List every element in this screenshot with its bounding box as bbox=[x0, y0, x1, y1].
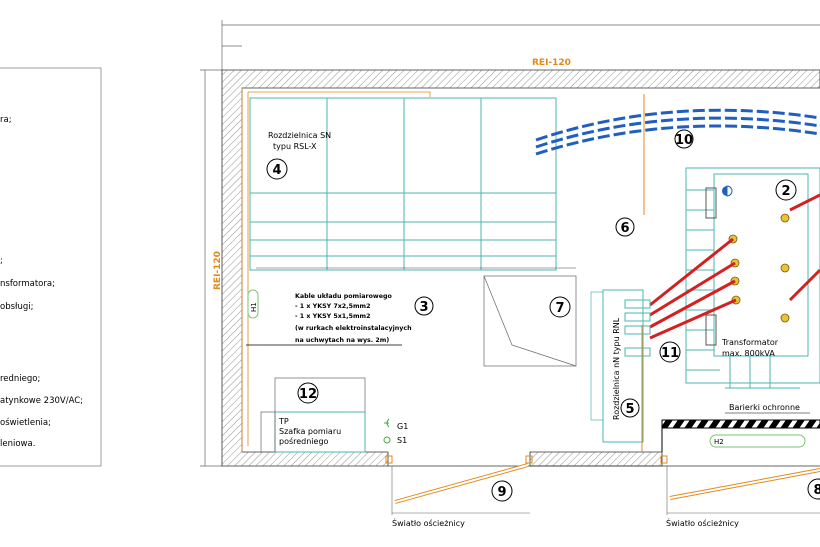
meter-cabinet-label: pośredniego bbox=[279, 436, 329, 446]
legend-item: oświetlenia; bbox=[0, 417, 51, 428]
barriers-label: Barierki ochronne bbox=[729, 403, 800, 412]
cables-note: Kable układu pomiarowego - 1 x YKSY 7x2,… bbox=[246, 293, 434, 346]
transformer: 2 Transformator max. 800kVA bbox=[685, 167, 820, 389]
sn-switchgear-label-2: typu RSL-X bbox=[273, 142, 317, 151]
equipment-7: 7 bbox=[483, 275, 577, 367]
callout-10: 10 bbox=[675, 133, 693, 148]
meter-cabinet-label: TP bbox=[278, 417, 289, 426]
transformer-label: Transformator bbox=[721, 338, 779, 347]
sn-switchgear: Rozdzielnica SN typu RSL-X 4 bbox=[249, 97, 576, 271]
meter-cabinet-label: Szafka pomiaru bbox=[279, 427, 341, 436]
legend-panel: ra; ; nsformatora; obsługi; redniego; at… bbox=[0, 67, 102, 467]
door-clearance-label: Światło ościeżnicy bbox=[666, 517, 739, 528]
legend-item: redniego; bbox=[0, 374, 40, 384]
callout-8: 8 bbox=[813, 483, 820, 498]
building-walls bbox=[221, 69, 820, 467]
callout-11: 11 bbox=[661, 346, 679, 361]
socket-icon bbox=[384, 418, 390, 428]
lamp-h1-label: H1 bbox=[250, 302, 258, 312]
nn-switchgear-label: Rozdzielnica nN typu RNL bbox=[612, 317, 621, 420]
callout-4: 4 bbox=[272, 163, 281, 178]
legend-item: atynkowe 230V/AC; bbox=[0, 396, 83, 406]
switch-icon bbox=[383, 436, 391, 444]
busbars bbox=[535, 108, 820, 156]
cables-note-line: na uchwytach na wys. 2m) bbox=[295, 337, 389, 344]
callout-7: 7 bbox=[555, 301, 564, 316]
lamp-h1: H1 bbox=[247, 289, 259, 319]
cables-note-line: Kable układu pomiarowego bbox=[295, 293, 393, 300]
fire-rating-left: REI-120 bbox=[213, 251, 223, 290]
meter-cabinet: 12 TP Szafka pomiaru pośredniego G1 S1 bbox=[260, 377, 408, 453]
legend-item: ra; bbox=[0, 115, 12, 125]
s1-label: S1 bbox=[397, 436, 407, 445]
g1-label: G1 bbox=[397, 422, 408, 431]
legend-item: nsformatora; bbox=[0, 279, 55, 289]
fire-rating-top: REI-120 bbox=[532, 58, 571, 68]
door-clearance-label: Światło ościeżnicy bbox=[392, 517, 465, 528]
cables-note-line: (w rurkach elektroinstalacyjnych bbox=[295, 325, 412, 332]
sn-switchgear-label-1: Rozdzielnica SN bbox=[268, 131, 331, 140]
callout-3: 3 bbox=[419, 300, 428, 315]
dimension-lines bbox=[200, 20, 820, 467]
nn-switchgear: Rozdzielnica nN typu RNL 5 bbox=[590, 289, 651, 452]
protective-barriers: Barierki ochronne H2 bbox=[661, 403, 820, 452]
power-cables bbox=[649, 193, 820, 340]
door-1: 9 Światło ościeżnicy bbox=[385, 455, 533, 528]
legend-item: ; bbox=[0, 256, 3, 266]
callout-12: 12 bbox=[299, 387, 317, 402]
cables-note-line: - 1 x YKSY 7x2,5mm2 bbox=[295, 303, 370, 310]
transformer-label: max. 800kVA bbox=[722, 349, 775, 358]
legend-item: leniowa. bbox=[0, 439, 35, 449]
callout-2: 2 bbox=[781, 184, 790, 199]
callout-5: 5 bbox=[625, 402, 634, 417]
door-2: 8 Światło ościeżnicy bbox=[660, 455, 820, 528]
callout-6: 6 bbox=[620, 221, 629, 236]
legend-item: obsługi; bbox=[0, 302, 33, 312]
cables-note-line: - 1 x YKSY 5x1,5mm2 bbox=[295, 313, 370, 320]
callout-9: 9 bbox=[497, 485, 506, 500]
lamp-h2-label: H2 bbox=[714, 438, 724, 446]
